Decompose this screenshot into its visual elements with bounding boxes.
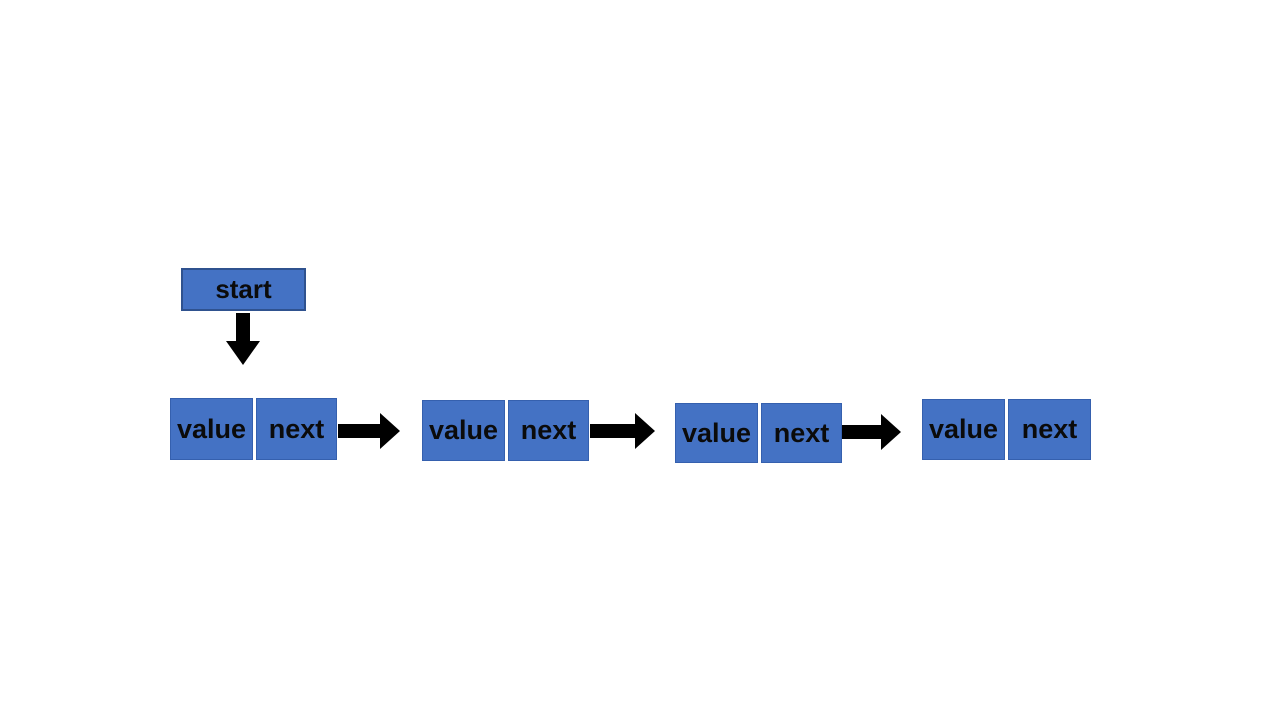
start-node-box: start [181,268,306,311]
list-node-2: value next [422,400,589,461]
list-node-1: value next [170,398,337,460]
node-2-value-cell: value [422,400,505,461]
node-4-next-cell: next [1008,399,1091,460]
node-4-value-cell: value [922,399,1005,460]
node-1-value-cell: value [170,398,253,460]
node-3-value-cell: value [675,403,758,463]
list-node-4: value next [922,399,1091,460]
node-1-next-cell: next [256,398,337,460]
node-2-next-cell: next [508,400,589,461]
arrow-right-icon [338,413,400,449]
arrow-down-icon [226,313,260,365]
list-node-3: value next [675,403,842,463]
arrow-right-icon [842,414,901,450]
arrow-right-icon [590,413,655,449]
node-3-next-cell: next [761,403,842,463]
